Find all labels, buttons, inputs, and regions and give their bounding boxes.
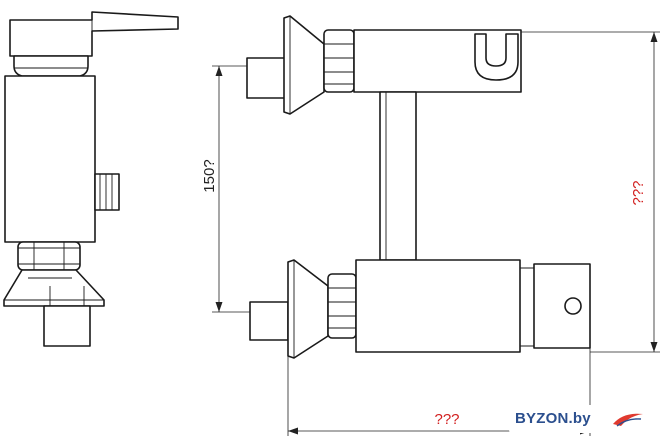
side-inlet-pipe (43, 305, 91, 347)
top-body-holder (353, 29, 522, 93)
side-view (3, 11, 179, 347)
dim-label-left: 150? (201, 159, 218, 192)
dim-vertical-right: ??? (521, 31, 660, 353)
side-hex-nut (17, 241, 81, 271)
dim-label-right: ??? (630, 180, 647, 205)
watermark-logo: BYZON.by (509, 405, 654, 433)
side-handle-base (13, 55, 89, 77)
side-escutcheon (3, 269, 105, 307)
side-body (4, 75, 96, 243)
watermark-swoosh-icon (613, 413, 643, 427)
lever-screw-hole (564, 297, 582, 315)
top-hex-nut (323, 29, 355, 93)
mixer-body (355, 259, 521, 353)
top-inlet-pipe (246, 57, 286, 99)
shower-holder-cradle (474, 33, 519, 81)
dim-label-bottom: ??? (434, 411, 459, 428)
front-view (246, 15, 591, 359)
bottom-inlet-pipe (249, 301, 289, 341)
watermark-text: BYZON.by (515, 410, 591, 427)
side-outlet (94, 173, 120, 211)
side-lever-handle (9, 11, 179, 57)
dim-vertical-left: 150? (201, 65, 250, 313)
bottom-hex-nut (327, 273, 357, 339)
connector-pipe (379, 91, 417, 261)
